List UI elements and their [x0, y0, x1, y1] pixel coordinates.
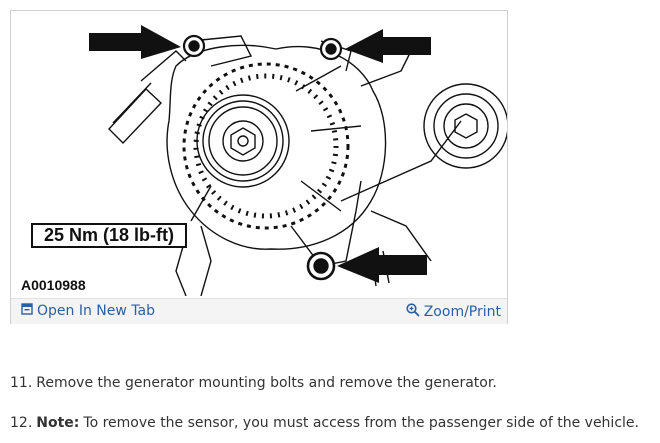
open-in-new-tab-icon	[21, 303, 33, 319]
figure-toolbar: Open In New Tab Zoom/Print	[11, 298, 507, 324]
step-text: To remove the sensor, you must access fr…	[83, 415, 639, 431]
open-in-new-tab-label: Open In New Tab	[37, 303, 155, 319]
step-number: 11.	[10, 375, 33, 391]
step-11: 11.Remove the generator mounting bolts a…	[10, 375, 497, 391]
step-number: 12.	[10, 415, 33, 431]
zoom-print-link[interactable]: Zoom/Print	[406, 303, 501, 321]
magnifier-icon	[406, 303, 420, 321]
figure-code: A0010988	[21, 277, 86, 293]
step-12: 12.Note:To remove the sensor, you must a…	[10, 415, 639, 431]
step-text: Remove the generator mounting bolts and …	[36, 375, 497, 391]
note-label: Note:	[36, 415, 80, 431]
open-in-new-tab-link[interactable]: Open In New Tab	[21, 303, 155, 319]
illustration-figure: 25 Nm (18 lb-ft) A0010988 Open In New Ta…	[10, 10, 508, 324]
zoom-print-label: Zoom/Print	[423, 304, 501, 320]
generator-illustration	[89, 25, 507, 296]
torque-spec-label: 25 Nm (18 lb-ft)	[31, 223, 187, 248]
